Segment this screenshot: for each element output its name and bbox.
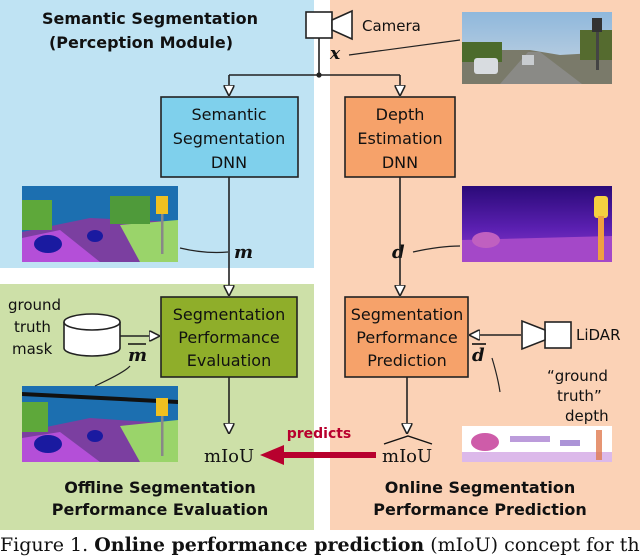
- miou-label: mIoU: [204, 446, 254, 467]
- seg-pred-line3: Prediction: [367, 351, 446, 370]
- predicts-arrow-head: [260, 445, 284, 465]
- seg-pred-line2: Performance: [356, 328, 457, 347]
- figure-caption: Figure 1. Online performance prediction …: [0, 534, 640, 560]
- caption-suffix: ) concept for the: [490, 534, 640, 556]
- predicts-label: predicts: [287, 426, 352, 442]
- ground-truth-segmentation-image: [22, 386, 178, 462]
- database-icon: [63, 313, 121, 357]
- offline-region-title: Offline Segmentation: [64, 478, 255, 497]
- lidar-depth-image: [462, 426, 612, 462]
- seg-eval-line2: Performance: [178, 328, 279, 347]
- gt-depth-line3: depth: [565, 407, 609, 425]
- gt-depth-line1: “ground: [547, 367, 608, 385]
- miou-hat-accent: [383, 435, 433, 445]
- gt-image-line: [94, 365, 131, 387]
- d-bar-symbol: d: [472, 345, 485, 366]
- semantic-dnn-line1: Semantic: [191, 105, 266, 124]
- online-region-title: Online Segmentation: [385, 478, 575, 497]
- semantic-region-title: Semantic Segmentation: [42, 9, 258, 28]
- segmentation-image-line: [179, 247, 229, 254]
- gt-mask-line2: truth: [14, 318, 51, 336]
- seg-eval-block: [160, 296, 298, 378]
- lidar-icon: [521, 319, 572, 351]
- offline-region-subtitle: Performance Evaluation: [52, 500, 268, 519]
- miou-hat-label: mIoU: [382, 446, 432, 467]
- depth-dnn-line1: Depth: [376, 105, 425, 124]
- caption-symbol: mIoU: [437, 534, 491, 556]
- online-region-subtitle: Performance Prediction: [373, 500, 586, 519]
- gt-mask-line1: ground: [8, 296, 61, 314]
- caption-middle: (: [424, 534, 438, 556]
- depth-image-line: [412, 245, 461, 253]
- d-symbol: d: [392, 242, 405, 263]
- seg-pred-block: [344, 296, 469, 378]
- gt-depth-line2: truth”: [557, 387, 602, 405]
- lidar-image-line: [491, 357, 501, 393]
- camera-icon: [305, 9, 353, 41]
- depth-output-image: [462, 186, 612, 262]
- camera-label: Camera: [362, 17, 421, 35]
- seg-eval-line1: Segmentation: [173, 305, 285, 324]
- m-symbol: m: [234, 242, 253, 263]
- x-symbol: x: [329, 44, 341, 64]
- seg-eval-line3: Evaluation: [187, 351, 271, 370]
- semantic-dnn-line2: Segmentation: [173, 129, 285, 148]
- semantic-region-subtitle: (Perception Module): [49, 33, 233, 52]
- lidar-label: LiDAR: [576, 326, 621, 344]
- depth-dnn-line2: Estimation: [357, 129, 442, 148]
- camera-image: [462, 12, 612, 84]
- semantic-dnn-block: [160, 96, 299, 178]
- depth-dnn-line3: DNN: [382, 153, 418, 172]
- semantic-dnn-line3: DNN: [211, 153, 247, 172]
- seg-pred-line1: Segmentation: [351, 305, 463, 324]
- segmentation-output-image: [22, 186, 178, 262]
- gt-mask-line3: mask: [12, 340, 53, 358]
- caption-prefix: Figure 1.: [0, 534, 95, 556]
- m-bar-symbol: m: [128, 345, 147, 366]
- camera-to-image-line: [348, 39, 461, 56]
- depth-dnn-block: [344, 96, 456, 178]
- caption-bold: Online performance prediction: [94, 534, 425, 556]
